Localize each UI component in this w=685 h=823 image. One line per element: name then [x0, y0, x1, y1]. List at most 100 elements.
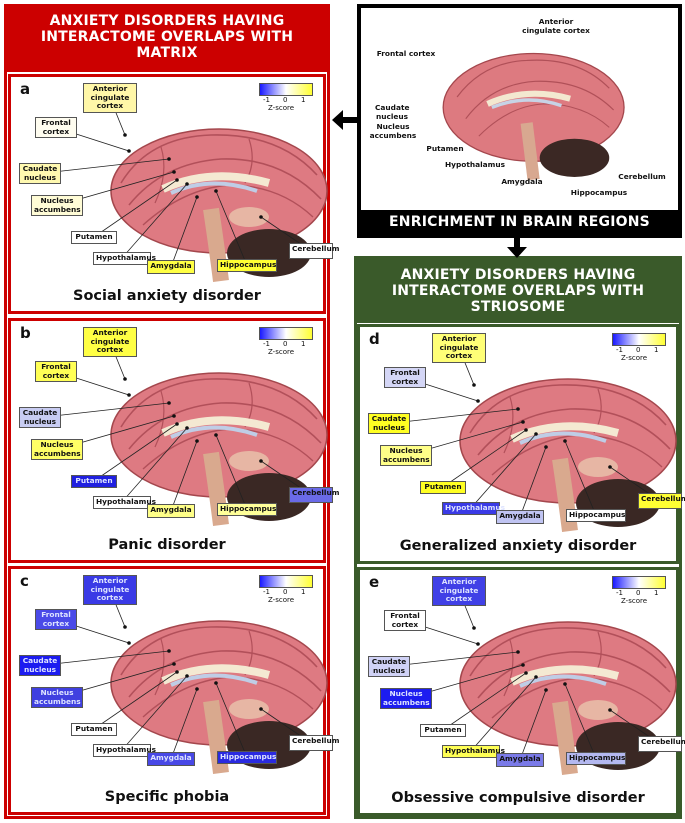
striosome-header-line-3: STRIOSOME: [470, 299, 566, 315]
panel-caption: Obsessive compulsive disorder: [391, 790, 645, 806]
arrow-left-icon: [332, 110, 357, 130]
matrix-header: ANXIETY DISORDERS HAVING INTERACTOME OVE…: [7, 7, 327, 72]
matrix-frame: [4, 4, 330, 819]
ref-label-hyp: Hypothalamus: [445, 160, 506, 169]
enrichment-header: ENRICHMENT IN BRAIN REGIONS: [361, 210, 678, 234]
enrichment-header-text: ENRICHMENT IN BRAIN REGIONS: [389, 214, 650, 230]
region-label-na: Nucleus accumbens: [31, 439, 83, 461]
region-label-na: Nucleus accumbens: [380, 688, 432, 710]
region-label-fc: Frontal cortex: [384, 610, 426, 632]
region-label-cn: Caudate nucleus: [19, 407, 61, 429]
region-label-fc: Frontal cortex: [35, 117, 77, 139]
arrow-down-icon: [507, 238, 527, 258]
enrichment-frame: [357, 4, 682, 238]
zscore-tick: 1: [301, 96, 306, 104]
region-label-acc: Anterior cingulate cortex: [83, 575, 137, 605]
region-label-hip: Hippocampus: [217, 751, 277, 764]
region-label-na: Nucleus accumbens: [380, 445, 432, 467]
striosome-header-line-2: INTERACTOME OVERLAPS WITH: [391, 283, 645, 299]
zscore-ticks: -1 0 1: [259, 588, 315, 597]
region-label-fc: Frontal cortex: [384, 367, 426, 389]
zscore-tick: 0: [283, 96, 288, 104]
zscore-tick: 1: [301, 588, 306, 596]
region-label-acc: Anterior cingulate cortex: [83, 83, 137, 113]
zscore-gradient-bar: [612, 333, 666, 346]
zscore-ticks: -1 0 1: [259, 340, 315, 349]
reference-brain-panel: Anterior cingulate cortex Frontal cortex…: [361, 8, 678, 210]
region-label-cer: Cerebellum: [638, 493, 685, 509]
zscore-tick: 1: [654, 589, 659, 597]
region-label-cn: Caudate nucleus: [368, 656, 410, 678]
region-label-hyp: Hypothalamus: [93, 252, 156, 265]
zscore-tick: -1: [263, 96, 270, 104]
region-label-na: Nucleus accumbens: [31, 195, 83, 217]
region-label-amy: Amygdala: [147, 504, 195, 518]
region-label-hip: Hippocampus: [217, 259, 277, 272]
panel-caption: Panic disorder: [108, 537, 226, 553]
zscore-tick: 1: [301, 340, 306, 348]
ref-label-acc: Anterior cingulate cortex: [522, 17, 590, 35]
region-label-put: Putamen: [71, 231, 117, 244]
zscore-label: Z-score: [268, 348, 295, 356]
panel-letter: e: [369, 573, 380, 591]
region-label-fc: Frontal cortex: [35, 361, 77, 383]
panel-caption: Social anxiety disorder: [73, 288, 261, 304]
region-label-acc: Anterior cingulate cortex: [83, 327, 137, 357]
striosome-header-line-1: ANXIETY DISORDERS HAVING: [400, 267, 636, 283]
region-label-fc: Frontal cortex: [35, 609, 77, 631]
zscore-ticks: -1 0 1: [259, 96, 315, 105]
region-label-put: Putamen: [420, 724, 466, 737]
zscore-tick: 0: [636, 346, 641, 354]
panel-caption: Generalized anxiety disorder: [399, 538, 637, 554]
region-label-amy: Amygdala: [147, 260, 195, 274]
zscore-tick: 0: [283, 588, 288, 596]
region-label-hip: Hippocampus: [217, 503, 277, 516]
region-label-put: Putamen: [420, 481, 466, 494]
region-label-hip: Hippocampus: [566, 509, 626, 522]
zscore-tick: -1: [263, 340, 270, 348]
panel-letter: c: [20, 572, 29, 590]
zscore-label: Z-score: [621, 354, 648, 362]
region-label-put: Putamen: [71, 723, 117, 736]
region-label-hyp: Hypothalamus: [93, 744, 156, 757]
region-label-cer: Cerebellum: [289, 243, 339, 259]
region-label-cn: Caudate nucleus: [19, 655, 61, 677]
zscore-tick: 0: [283, 340, 288, 348]
region-label-acc: Anterior cingulate cortex: [432, 576, 486, 606]
ref-label-na: Nucleus accumbens: [369, 122, 417, 140]
region-label-cer: Cerebellum: [638, 736, 685, 752]
ref-label-hip: Hippocampus: [570, 188, 628, 197]
region-label-cn: Caudate nucleus: [19, 163, 61, 185]
region-label-amy: Amygdala: [496, 510, 544, 524]
region-label-cer: Cerebellum: [289, 735, 339, 751]
striosome-header: ANXIETY DISORDERS HAVING INTERACTOME OVE…: [357, 259, 679, 323]
zscore-label: Z-score: [268, 596, 295, 604]
panel-letter: b: [20, 324, 31, 342]
ref-label-fc: Frontal cortex: [376, 49, 436, 58]
panel-caption: Specific phobia: [104, 789, 230, 805]
region-label-hyp: Hypothalamus: [442, 502, 505, 515]
matrix-header-line-3: MATRIX: [136, 45, 198, 61]
region-label-amy: Amygdala: [147, 752, 195, 766]
zscore-tick: -1: [263, 588, 270, 596]
ref-label-amy: Amygdala: [501, 177, 543, 186]
region-label-hyp: Hypothalamus: [93, 496, 156, 509]
zscore-label: Z-score: [621, 597, 648, 605]
matrix-header-line-1: ANXIETY DISORDERS HAVING: [49, 13, 285, 29]
zscore-gradient-bar: [259, 83, 313, 96]
reference-brain-illustration: [442, 52, 625, 181]
region-label-na: Nucleus accumbens: [31, 687, 83, 709]
region-label-amy: Amygdala: [496, 753, 544, 767]
zscore-gradient-bar: [259, 575, 313, 588]
